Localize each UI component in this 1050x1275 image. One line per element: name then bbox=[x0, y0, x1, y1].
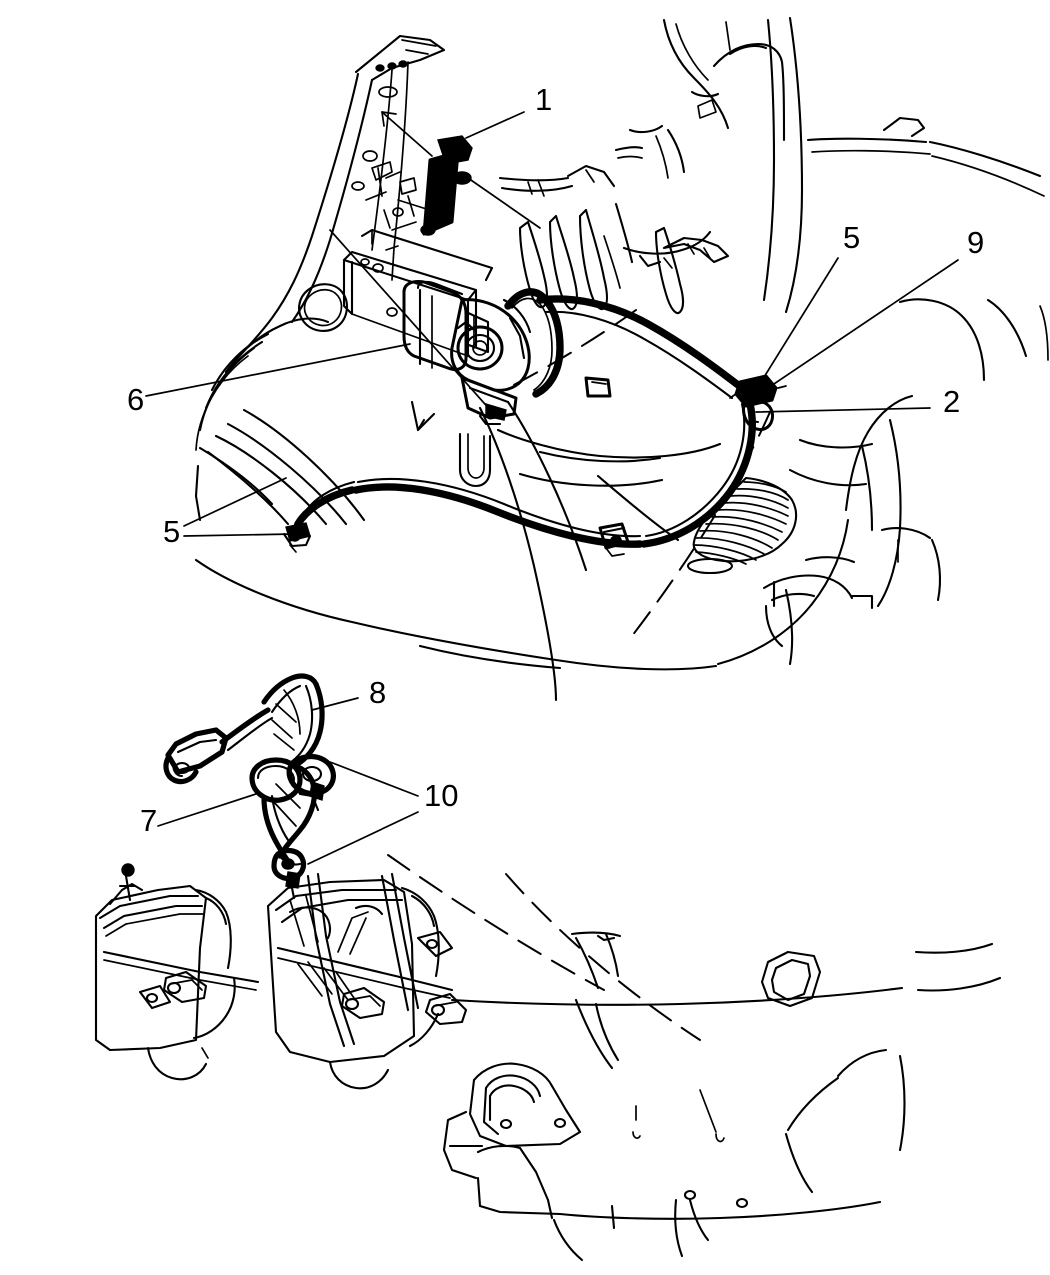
rear-seat-cushion-assembly bbox=[94, 863, 468, 1090]
seat-mount-right bbox=[340, 930, 468, 1026]
callout-label-9: 9 bbox=[967, 225, 984, 260]
part-8-center-belt-assembly bbox=[163, 673, 336, 812]
callout-label-5a: 5 bbox=[843, 220, 860, 255]
part-9-rear-belt-buckle bbox=[729, 374, 787, 432]
belt-slider-mid bbox=[598, 522, 630, 557]
leader-10-1 bbox=[329, 761, 419, 797]
vent-hatching bbox=[686, 476, 798, 575]
assembly-dashed-guides bbox=[387, 309, 771, 1041]
leader-5a bbox=[755, 257, 839, 391]
callout-label-1: 1 bbox=[535, 82, 552, 117]
leader-6 bbox=[145, 343, 411, 397]
belt-slider-upper bbox=[584, 376, 612, 398]
leader-7 bbox=[157, 793, 257, 827]
trim-slots bbox=[518, 202, 685, 314]
callout-labels: 1 5 9 2 6 5 8 7 10 bbox=[127, 82, 984, 838]
callout-label-7: 7 bbox=[140, 803, 157, 838]
part-10-anchor-bolt-lower bbox=[285, 871, 301, 900]
leader-1 bbox=[465, 111, 525, 139]
leader-5b-1 bbox=[183, 477, 287, 527]
leader-1b bbox=[467, 177, 541, 229]
part-1-height-adjuster bbox=[420, 135, 473, 236]
callout-leaders bbox=[145, 111, 959, 865]
floor-pan-structure bbox=[442, 931, 1002, 1262]
seat-mount-left bbox=[138, 970, 208, 1010]
callout-label-10: 10 bbox=[424, 778, 458, 813]
leader-8 bbox=[311, 697, 359, 711]
leader-6b bbox=[329, 229, 493, 413]
part-7-center-buckle bbox=[249, 757, 317, 900]
quarter-panel-body-structure bbox=[194, 16, 1049, 702]
leader-2 bbox=[755, 407, 931, 413]
center-belt-buckle-group bbox=[163, 673, 336, 900]
leader-9 bbox=[761, 259, 959, 393]
callout-label-5b: 5 bbox=[163, 514, 180, 549]
leader-5b-2 bbox=[183, 533, 295, 537]
callout-label-8: 8 bbox=[369, 675, 386, 710]
leader-10-2 bbox=[307, 811, 419, 865]
part-6-seat-belt-retractor bbox=[342, 228, 532, 426]
callout-label-6: 6 bbox=[127, 382, 144, 417]
callout-label-2: 2 bbox=[943, 384, 960, 419]
part-5-anchor-bolt-lower bbox=[282, 522, 312, 553]
